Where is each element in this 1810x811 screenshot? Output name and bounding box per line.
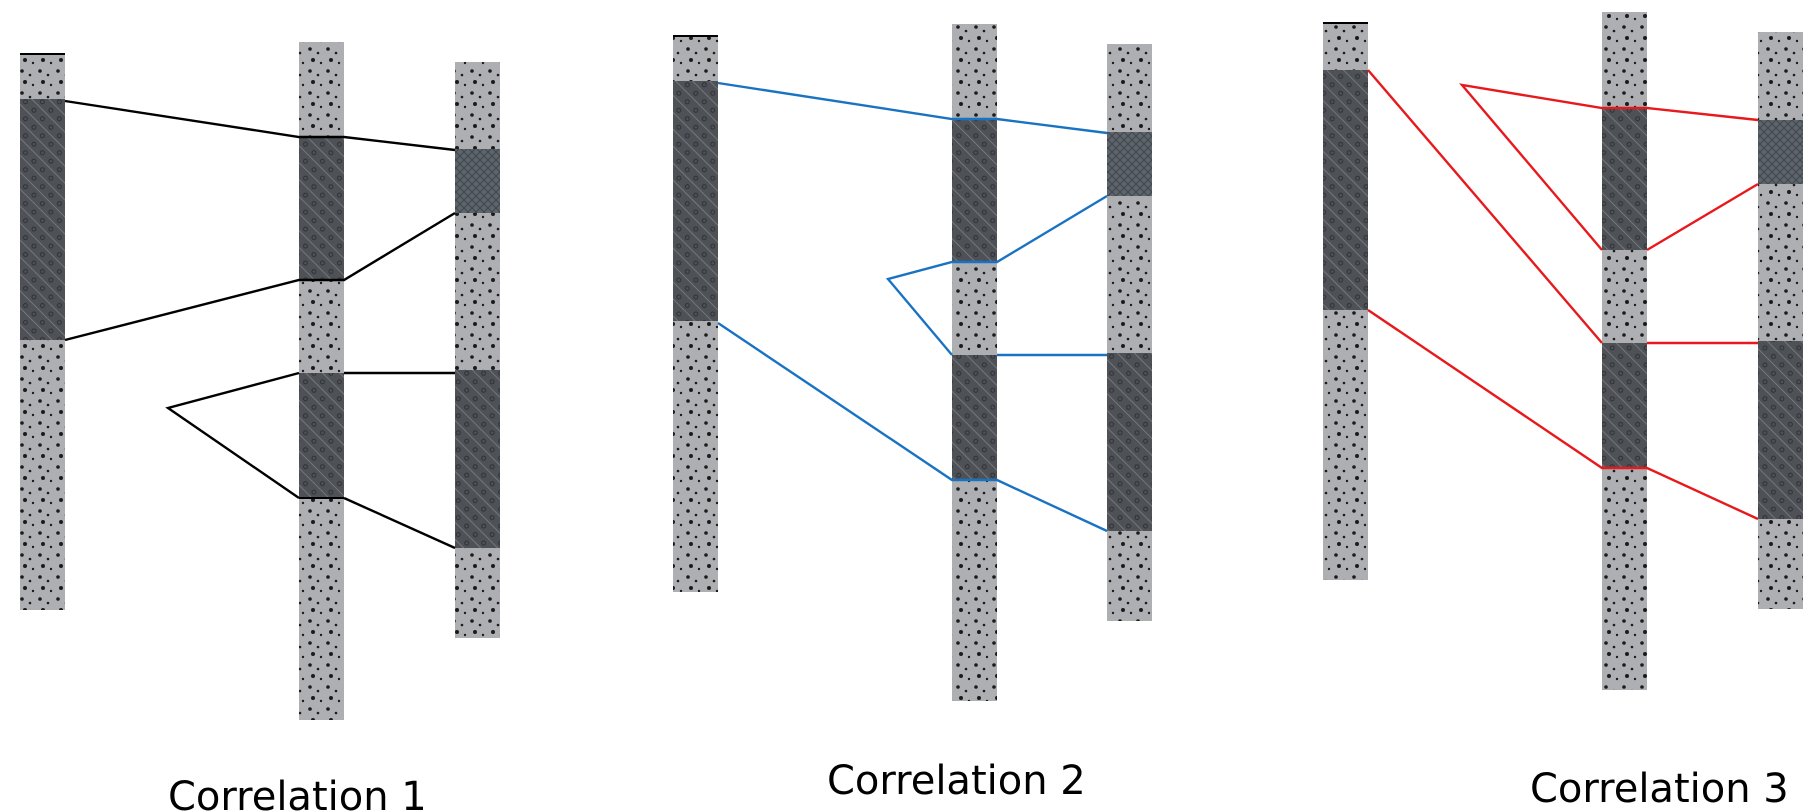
caption-correlation-3: Correlation 3 (1530, 766, 1789, 811)
well-2a (673, 35, 718, 592)
correlation-lines-3 (1367, 69, 1759, 521)
caption-correlation-1: Correlation 1 (168, 774, 427, 811)
well-2b (952, 24, 997, 701)
well-3b (1602, 12, 1647, 690)
correlation-panel-3: Correlation 3 (1323, 12, 1803, 811)
correlation-lines-2 (717, 81, 1108, 533)
well-1a (20, 53, 65, 610)
well-3c (1758, 32, 1803, 609)
well-1c (455, 62, 500, 638)
caption-correlation-2: Correlation 2 (827, 758, 1086, 804)
well-2c (1107, 44, 1152, 621)
well-3a (1323, 22, 1368, 580)
well-1b (299, 42, 344, 720)
correlation-panel-1: Correlation 1 (20, 42, 500, 811)
correlation-lines-1 (64, 99, 456, 550)
correlation-panel-2: Correlation 2 (673, 24, 1152, 804)
